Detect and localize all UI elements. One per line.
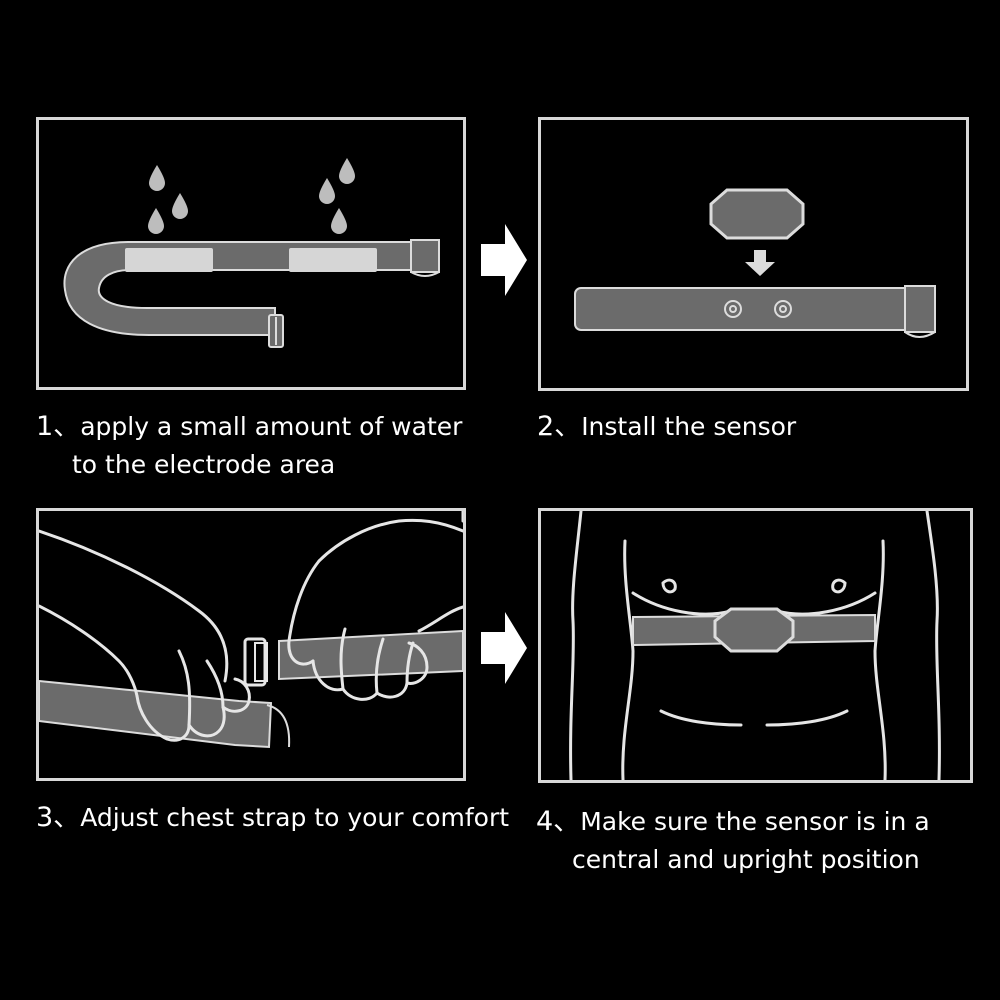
right-arrow-icon — [481, 224, 527, 296]
step-3-caption: 3、Adjust chest strap to your comfort — [36, 799, 509, 837]
step-4-caption: 4、Make sure the sensor is in a central a… — [536, 803, 930, 879]
sensor-pod — [713, 607, 795, 653]
step-number: 2、 — [537, 411, 582, 442]
right-arrow-icon — [481, 612, 527, 684]
chest-wearing-sensor-illustration — [569, 511, 941, 780]
step-text: Install the sensor — [581, 412, 797, 441]
torso-outline — [569, 511, 941, 780]
chest-strap-left — [39, 679, 273, 749]
step-1-caption: 1、apply a small amount of water to the e… — [36, 408, 462, 484]
step-2-caption: 2、Install the sensor — [537, 408, 796, 446]
right-hand — [287, 511, 463, 701]
wet-electrode-strap-illustration — [63, 158, 440, 348]
sensor-pod — [709, 188, 805, 240]
down-arrow-icon — [745, 250, 775, 276]
water-drop-icon — [148, 158, 355, 234]
chest-strap-right — [278, 629, 463, 681]
snap-stud-icon — [724, 300, 792, 318]
step-text-line2: to the electrode area — [72, 450, 336, 479]
left-hand — [39, 529, 251, 742]
electrode-pad — [125, 248, 213, 272]
strap-buckle — [243, 637, 267, 687]
step-2-panel — [538, 117, 969, 391]
sensor-install-illustration — [574, 188, 936, 338]
step-number: 3、 — [36, 802, 81, 833]
step-3-panel — [36, 508, 466, 781]
step-text: Make sure the sensor is in a — [580, 807, 930, 836]
step-text-line2: central and upright position — [572, 845, 920, 874]
step-number: 1、 — [36, 411, 81, 442]
step-4-panel — [538, 508, 973, 783]
chest-strap — [574, 287, 936, 331]
electrode-pad — [289, 248, 377, 272]
step-number: 4、 — [536, 806, 581, 837]
step-text: apply a small amount of water — [80, 412, 463, 441]
step-text: Adjust chest strap to your comfort — [80, 803, 510, 832]
step-1-panel — [36, 117, 466, 390]
hands-adjust-strap-illustration — [39, 511, 463, 749]
chest-strap — [63, 241, 440, 336]
